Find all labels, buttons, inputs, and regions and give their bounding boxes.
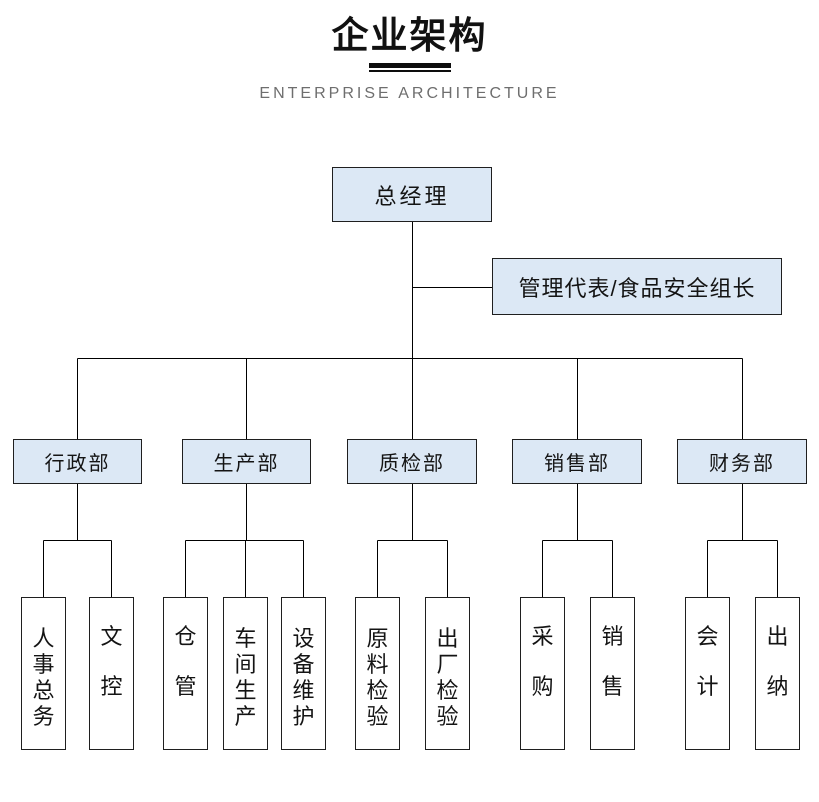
node-dept-quality: 质检部 xyxy=(347,439,477,484)
node-document-control: 文控 xyxy=(89,597,134,750)
node-outgoing-inspection: 出厂检验 xyxy=(425,597,470,750)
node-hr-general-affairs: 人事总务 xyxy=(21,597,66,750)
leaf-label: 采购 xyxy=(531,623,554,699)
node-warehouse-management: 仓管 xyxy=(163,597,208,750)
node-general-manager: 总经理 xyxy=(332,167,492,222)
leaf-label: 车间生产 xyxy=(234,625,257,729)
leaf-label: 会计 xyxy=(696,623,719,699)
node-dept-sales: 销售部 xyxy=(512,439,642,484)
title-underline-thin-bar xyxy=(368,70,451,72)
page-title: 企业架构 xyxy=(331,15,488,56)
node-cashier: 出纳 xyxy=(755,597,800,750)
leaf-label: 出厂检验 xyxy=(436,625,459,729)
leaf-label: 人事总务 xyxy=(32,625,55,729)
leaf-label: 原料检验 xyxy=(366,625,389,729)
title-underline-thick-bar xyxy=(368,63,451,68)
node-dept-production: 生产部 xyxy=(182,439,311,484)
node-sales: 销售 xyxy=(590,597,635,750)
leaf-label: 设备维护 xyxy=(292,625,315,729)
node-procurement: 采购 xyxy=(520,597,565,750)
node-equipment-maintenance: 设备维护 xyxy=(281,597,326,750)
leaf-label: 文控 xyxy=(100,623,123,699)
node-dept-administration: 行政部 xyxy=(13,439,142,484)
node-raw-material-inspection: 原料检验 xyxy=(355,597,400,750)
node-accounting: 会计 xyxy=(685,597,730,750)
title-underline xyxy=(368,63,451,72)
page-subtitle: ENTERPRISE ARCHITECTURE xyxy=(259,85,560,102)
leaf-label: 出纳 xyxy=(766,623,789,699)
node-management-representative: 管理代表/食品安全组长 xyxy=(492,258,782,315)
node-workshop-production: 车间生产 xyxy=(223,597,268,750)
leaf-label: 销售 xyxy=(601,623,624,699)
node-dept-finance: 财务部 xyxy=(677,439,807,484)
leaf-label: 仓管 xyxy=(174,623,197,699)
